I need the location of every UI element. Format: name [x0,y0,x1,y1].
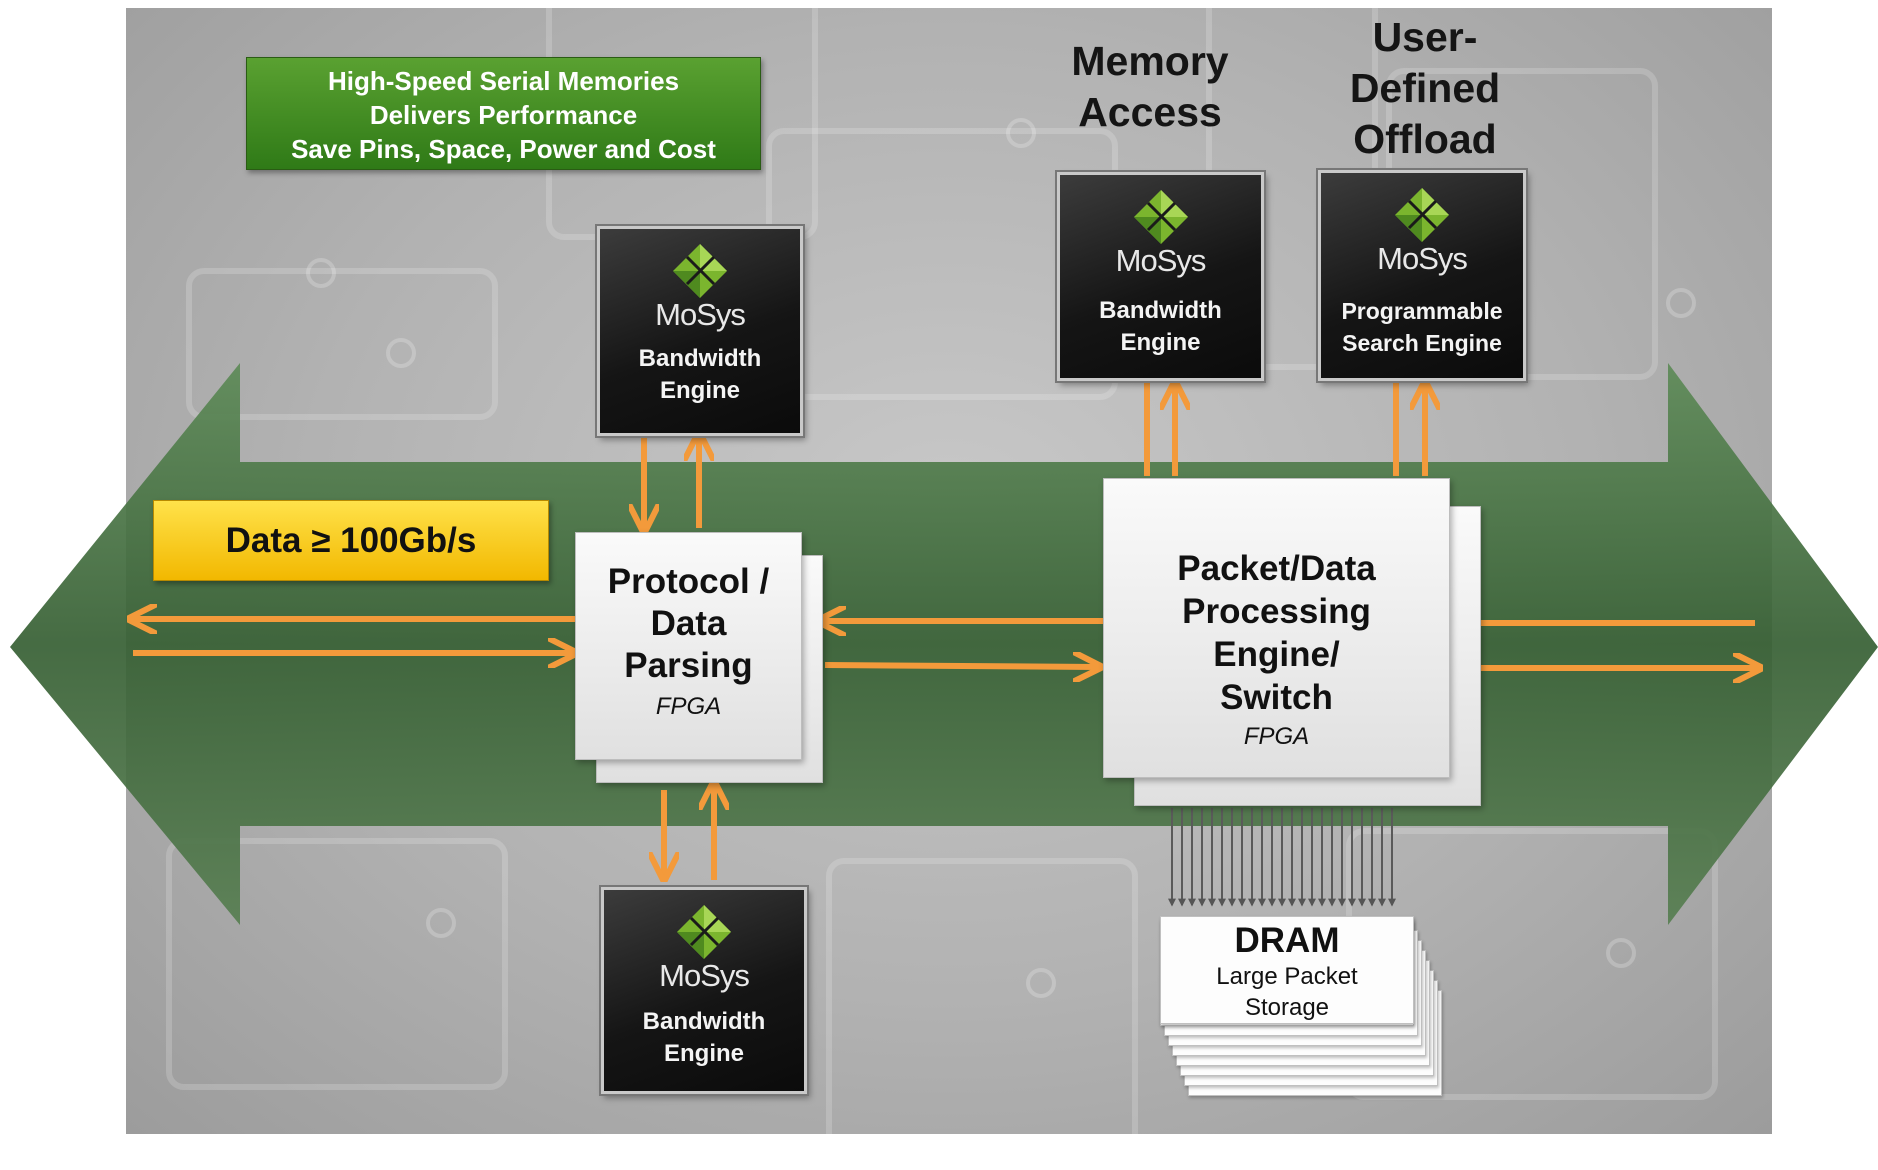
fpga-title: Packet/Data Processing Engine/ Switch [1104,547,1449,719]
data-rate-label: Data ≥ 100Gb/s [153,500,549,581]
mosys-diamond-logo-icon [677,905,731,959]
dram-subtitle-line: Large Packet [1216,963,1358,990]
performance-banner: High-Speed Serial Memories Delivers Perf… [246,57,761,170]
chip-label-line: Search Engine [1342,330,1502,356]
chip-brand: MoSys [655,297,746,332]
chip-label-line: Bandwidth [1099,297,1222,324]
chip-label: Bandwidth Engine [604,1006,804,1070]
heading-line: Memory [1071,38,1229,84]
circuit-trace [166,838,508,1090]
dram-block: DRAM Large Packet Storage [1160,916,1414,1024]
chip-label-line: Engine [1120,329,1201,356]
chip-label-line: Engine [663,1040,744,1067]
fpga-title-line: Packet/Data [1177,549,1376,588]
data-band-arrow [10,363,1878,925]
chip-label-line: Engine [659,377,740,404]
bandwidth-engine-chip-bottom: MoSys Bandwidth Engine [601,887,807,1094]
heading-line: Defined [1349,65,1501,111]
arrow-mid-fwd [824,665,1097,667]
packet-processing-fpga: Packet/Data Processing Engine/ Switch FP… [1103,478,1450,778]
chip-brand: MoSys [1377,241,1468,276]
fpga-title-line: Protocol / [607,562,770,601]
data-rate-text: Data ≥ 100Gb/s [225,520,477,560]
fpga-subtitle: FPGA [655,693,722,720]
circuit-trace [186,268,498,420]
memory-access-heading: Memory Access [1060,36,1240,138]
protocol-parsing-fpga: Protocol / Data Parsing FPGA [575,532,802,760]
chip-label: Bandwidth Engine [600,343,800,407]
dram-subtitle: Large Packet Storage [1161,961,1413,1023]
memory-access-bandwidth-engine-chip: MoSys Bandwidth Engine [1057,172,1264,381]
user-defined-offload-heading: User- Defined Offload [1320,12,1530,165]
circuit-pad [1666,288,1696,318]
fpga-title-line: Engine/ [1213,635,1340,674]
chip-label: Programmable Search Engine [1321,295,1523,359]
mosys-diamond-logo-icon [1395,188,1449,242]
circuit-pad [386,338,416,368]
dram-bus [1168,808,1396,907]
mosys-diamond-logo-icon [673,244,727,298]
banner-line: Save Pins, Space, Power and Cost [291,134,716,164]
heading-line: User- [1372,14,1478,60]
fpga-title-line: Switch [1220,678,1333,717]
heading-line: Offload [1353,116,1497,162]
dram-title: DRAM [1234,921,1340,960]
fpga-title: Protocol / Data Parsing [576,561,801,687]
chip-brand: MoSys [659,958,750,993]
fpga-subtitle: FPGA [1243,723,1310,750]
chip-label: Bandwidth Engine [1060,295,1261,359]
fpga-title-line: Processing [1182,592,1371,631]
circuit-pad [426,908,456,938]
circuit-pad [306,258,336,288]
programmable-search-engine-chip: MoSys Programmable Search Engine [1318,170,1526,381]
chip-brand: MoSys [1115,243,1207,278]
mosys-diamond-logo-icon [1133,190,1188,244]
banner-line: High-Speed Serial Memories [327,66,680,96]
circuit-pad [1606,938,1636,968]
banner-line: Delivers Performance [369,100,638,130]
chip-label-line: Bandwidth [642,1008,766,1035]
circuit-pad [1026,968,1056,998]
chip-label-line: Programmable [1341,298,1503,324]
circuit-pad [1006,118,1036,148]
fpga-title-line: Data [650,604,727,643]
bandwidth-engine-chip-top: MoSys Bandwidth Engine [597,226,803,436]
chip-label-line: Bandwidth [638,345,762,372]
heading-line: Access [1078,89,1222,135]
fpga-title-line: Parsing [624,646,753,685]
dram-subtitle-line: Storage [1244,994,1330,1021]
